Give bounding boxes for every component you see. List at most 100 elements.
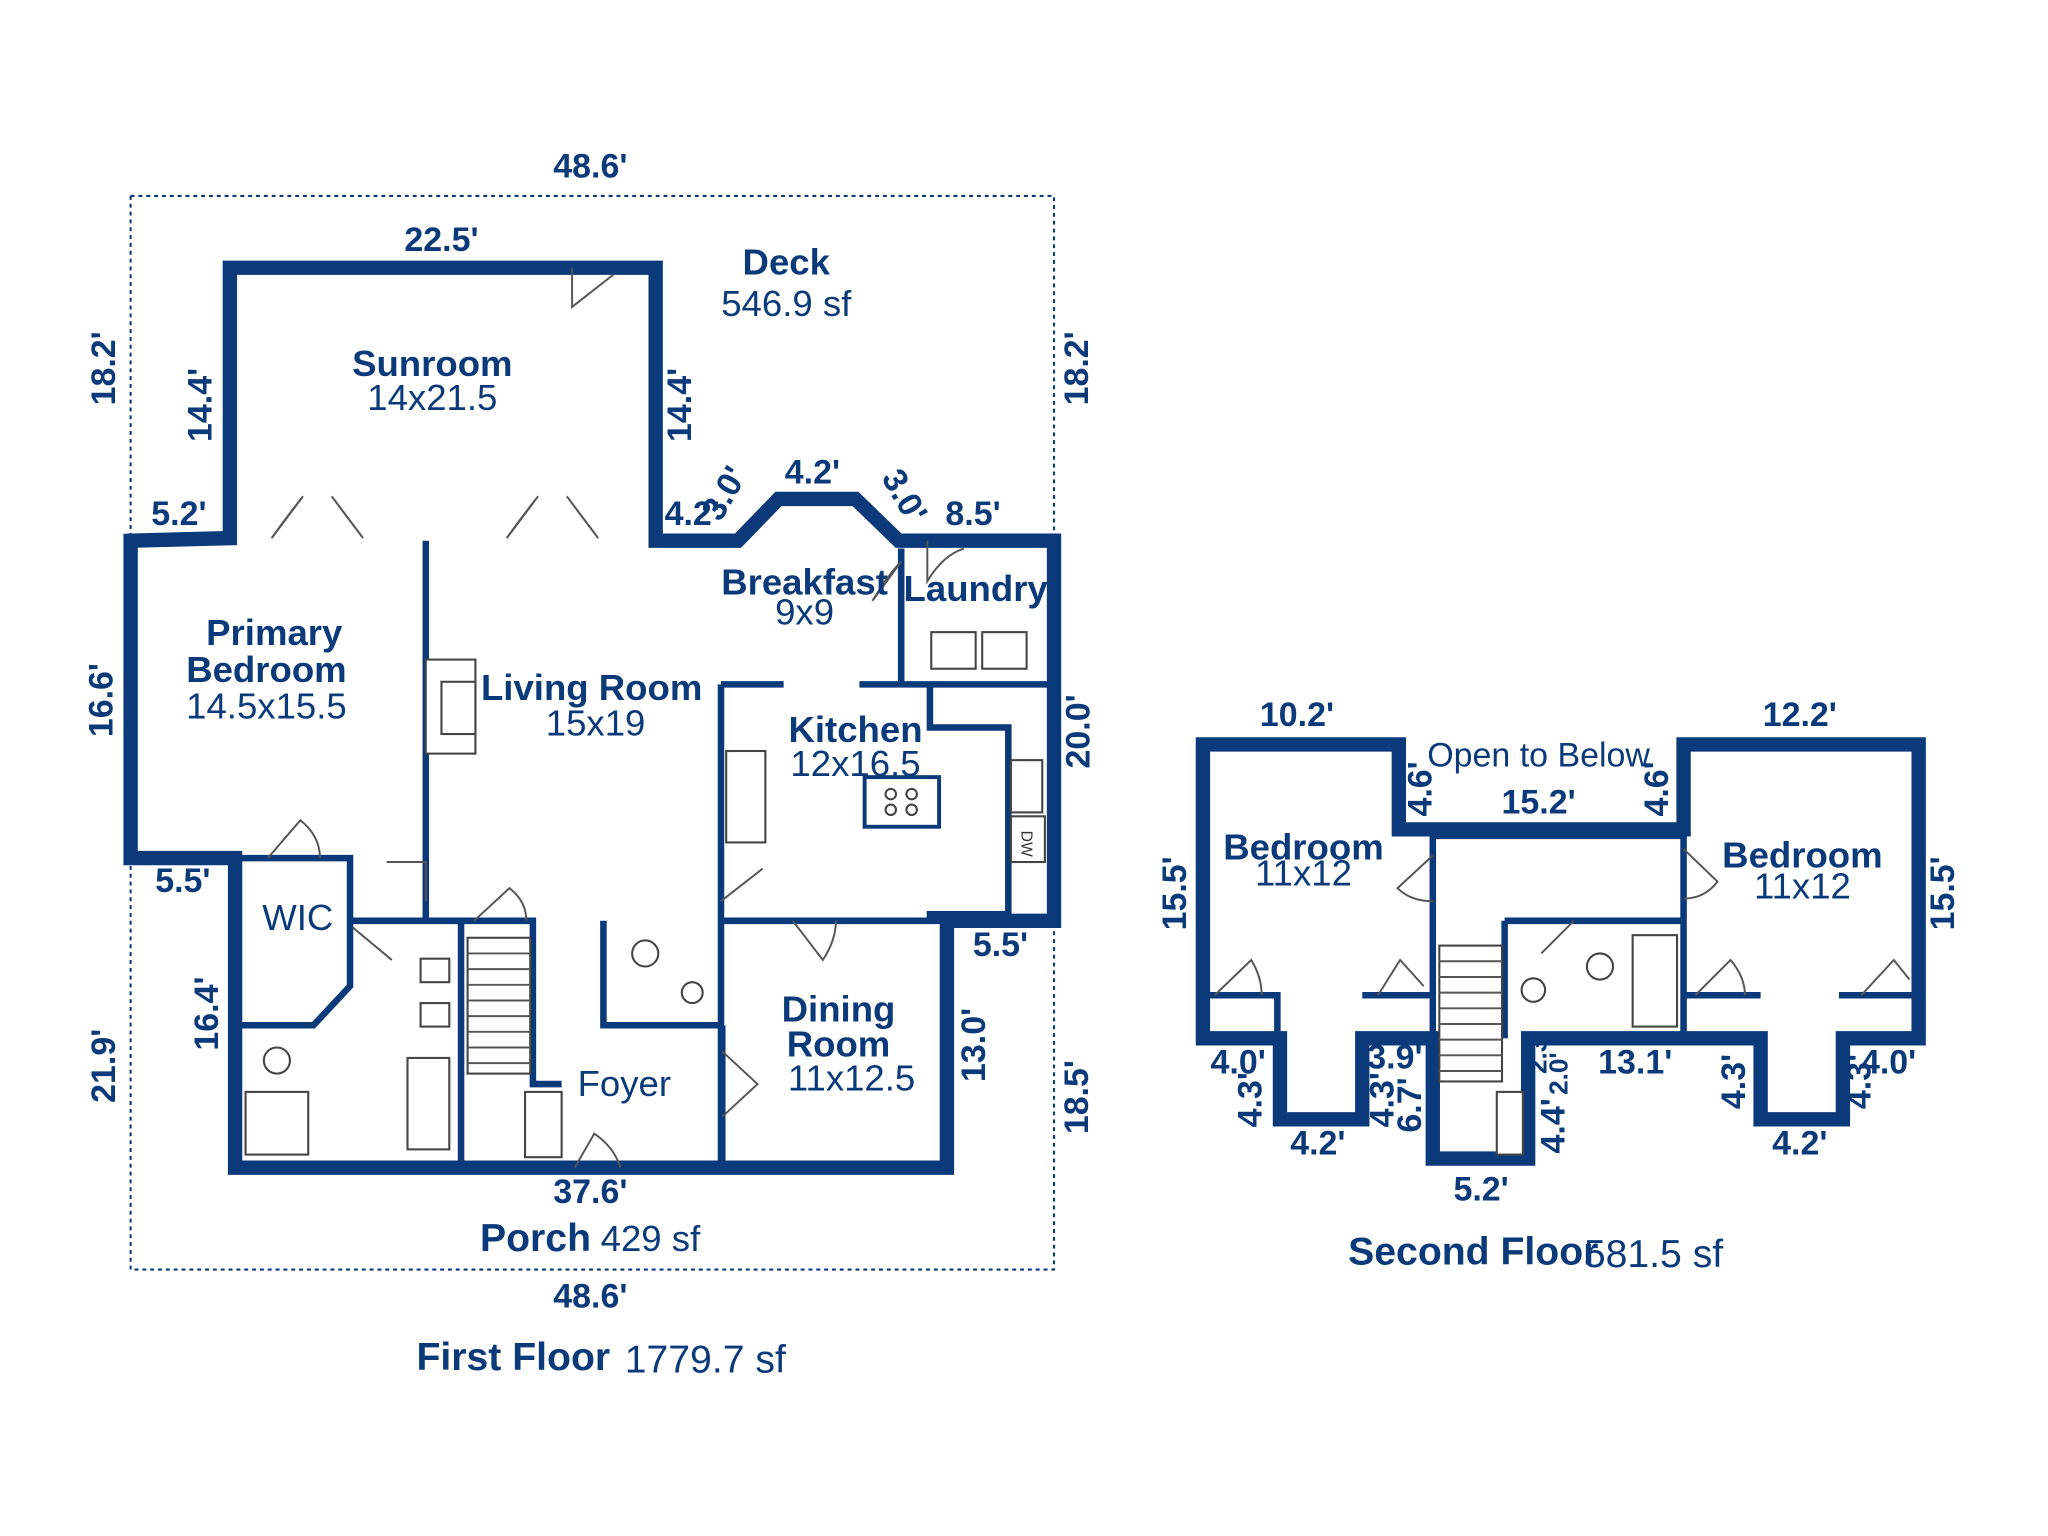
first-floor-area: 1779.7 sf: [625, 1339, 786, 1382]
sunroom-door-top: [571, 267, 615, 309]
dim2-right-top: 12.2': [1763, 696, 1837, 734]
kitchen-range: [725, 749, 767, 844]
dim-bay-top: 4.2': [785, 453, 840, 491]
dim-dining-right: 13.0': [955, 1008, 993, 1082]
dim2-right-side: 15.5': [1924, 856, 1962, 930]
dim2-center-right-drop: 4.6': [1638, 761, 1676, 816]
primary-bedroom-size: 14.5x15.5: [186, 685, 347, 726]
right-bedroom-size: 11x12: [1754, 866, 1851, 907]
dim-top-total: 48.6': [553, 148, 627, 186]
dim-bay-left-segment: 4.2': [665, 495, 720, 533]
dim2-right-closet-bottom: 4.2': [1772, 1125, 1827, 1163]
second-floor-area: 581.5 sf: [1584, 1233, 1723, 1276]
shower: [244, 1090, 310, 1156]
dim2-left-side: 15.5': [1156, 856, 1194, 930]
front-door: [573, 1132, 622, 1169]
second-floor-exterior-wall: [1195, 737, 1926, 1166]
right-bedroom-door: [1682, 848, 1719, 900]
stair-door: [473, 886, 528, 922]
left-closet-door-1: [1213, 958, 1263, 996]
dim2-right-closet-left: 4.3': [1715, 1054, 1753, 1109]
dining-side-door: [721, 1050, 759, 1118]
dim2-bath-bottom: 13.1': [1598, 1044, 1672, 1082]
dishwasher-label: DW: [1017, 831, 1034, 857]
first-floor-title: First Floor: [416, 1336, 610, 1379]
dim2-stair-left: 6.7': [1391, 1077, 1429, 1132]
dim-bottom-wall: 37.6': [553, 1173, 627, 1211]
upstairs-toilet: [1585, 952, 1615, 981]
dim-left-top-segment: 5.2': [151, 495, 206, 533]
stairs-first-floor: [466, 936, 532, 1075]
dining-room-size: 11x12.5: [788, 1058, 915, 1099]
upstairs-closet: [1495, 1090, 1524, 1156]
dim2-bath-small-a: 2.3': [1522, 1031, 1552, 1074]
porch-outline: [129, 858, 1056, 1271]
dim2-right-step: 4.0': [1861, 1044, 1916, 1082]
dim2-stair-step: 3.9': [1367, 1038, 1422, 1076]
dim-porch-left: 21.9': [85, 1029, 123, 1103]
dim-sunroom-top: 22.5': [404, 221, 478, 259]
kitchen-door: [720, 867, 764, 902]
wic-label: WIC: [262, 897, 333, 938]
sunroom-door-left: [270, 495, 364, 539]
washer: [930, 631, 977, 670]
dishwasher: [1009, 815, 1046, 864]
second-floor-title: Second Floor: [1348, 1230, 1598, 1273]
sunroom-size: 14x21.5: [367, 377, 497, 418]
kitchen-label: Kitchen: [788, 709, 922, 750]
dim-bath-left: 16.4': [188, 976, 226, 1050]
dim2-left-top: 10.2': [1260, 696, 1334, 734]
living-room-label: Living Room: [481, 667, 702, 708]
sunroom-label: Sunroom: [352, 343, 512, 384]
right-bedroom-label: Bedroom: [1722, 834, 1882, 875]
open-to-below-label: Open to Below: [1427, 737, 1650, 775]
dim-right-wall: 20.0': [1059, 694, 1097, 768]
dim2-left-closet-bottom: 4.2': [1290, 1125, 1345, 1163]
wic-door: [267, 818, 321, 859]
primary-bedroom-label-1: Primary: [206, 612, 343, 653]
half-bath-sink: [680, 981, 704, 1005]
right-closet-door-2: [1860, 958, 1911, 996]
dining-door: [792, 920, 837, 962]
cooktop-icon: [884, 787, 918, 817]
dryer: [981, 631, 1028, 670]
dim2-center-left-drop: 4.6': [1401, 761, 1439, 816]
half-bath-toilet: [631, 939, 660, 968]
right-closet-door-1: [1694, 958, 1746, 996]
dim2-bath-right: 4.4': [1535, 1098, 1573, 1153]
vanity-sink-1: [419, 957, 451, 984]
foyer-closet: [524, 1090, 563, 1159]
dim2-left-closet-right: 4.3': [1364, 1072, 1402, 1127]
deck-outline: [129, 194, 1056, 539]
dining-room-label-1: Dining: [782, 988, 896, 1029]
dim-deck-left: 18.2': [85, 331, 123, 405]
breakfast-door: [871, 560, 902, 602]
kitchen-sink: [1009, 759, 1044, 814]
dim-right-top-segment: 8.5': [945, 495, 1000, 533]
vanity-sink-2: [419, 1002, 451, 1028]
hall-door: [352, 926, 393, 961]
bath-door: [1540, 920, 1575, 955]
left-bedroom-label: Bedroom: [1223, 826, 1383, 867]
dining-room-label-2: Room: [787, 1024, 891, 1065]
kitchen-island: [862, 775, 942, 829]
dim2-bath-small-b: 2.0': [1543, 1052, 1573, 1095]
dim2-left-closet-left: 4.3': [1232, 1072, 1270, 1127]
dim2-right-closet-right: 4.3': [1840, 1054, 1878, 1109]
kitchen-size: 12x16.5: [790, 743, 920, 784]
foyer-label: Foyer: [578, 1063, 671, 1104]
dim-right-step: 5.5': [973, 926, 1028, 964]
bathtub: [406, 1056, 451, 1151]
dim-deck-right: 18.2': [1058, 331, 1096, 405]
second-floor-interior-walls: [1202, 832, 1919, 1039]
toilet: [262, 1046, 291, 1075]
dim2-center-top: 15.2': [1502, 784, 1576, 822]
porch-area: 429 sf: [601, 1218, 701, 1259]
first-floor-exterior-wall: [123, 260, 1062, 1175]
upstairs-tub: [1631, 934, 1679, 1028]
dim-left-wall: 16.6': [82, 663, 120, 737]
dim-left-step: 5.5': [155, 862, 210, 900]
fireplace-inner: [440, 680, 477, 736]
breakfast-label: Breakfast: [721, 561, 888, 602]
